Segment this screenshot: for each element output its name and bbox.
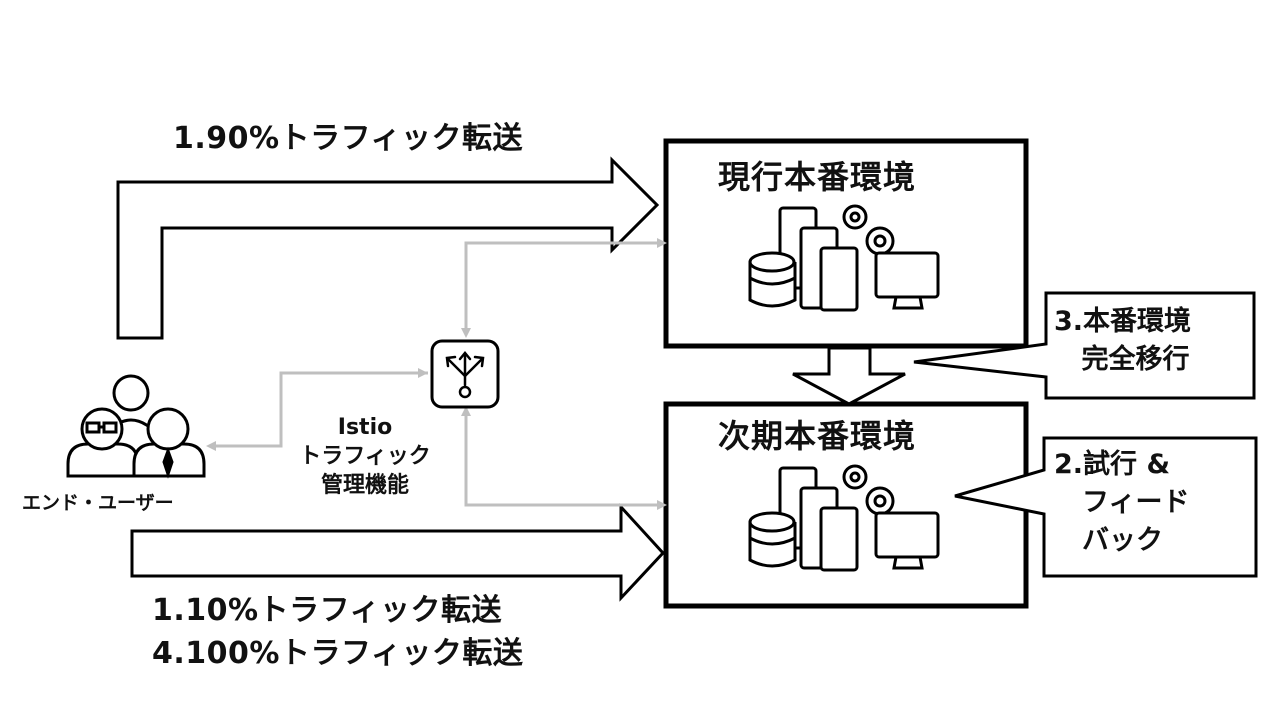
callout-trial-box [954, 436, 1258, 578]
current-env-box [663, 138, 1029, 349]
callout-trial-line-3: バック [1082, 525, 1163, 556]
server-cluster-icon [748, 204, 940, 572]
callout-migrate-text: 3.本番環境 完全移行 [1054, 303, 1191, 379]
arrow-bottom-label-2: 4.100%トラフィック転送 [152, 636, 524, 671]
callout-trial-line-1: 2.試行 & [1054, 449, 1170, 480]
callout-trial-text: 2.試行 & フィード バック [1054, 446, 1189, 560]
callout-trial-line-2: フィード [1082, 487, 1190, 518]
istio-label: Istio トラフィック 管理機能 [265, 413, 465, 500]
callout-migrate-line-2: 完全移行 [1081, 344, 1190, 375]
istio-connectors [214, 241, 660, 507]
end-user-label: エンド・ユーザー [22, 492, 174, 514]
arrow-top-label: 1.90%トラフィック転送 [173, 121, 523, 156]
istio-label-line-1: Istio [337, 415, 393, 440]
callout-migrate-box [913, 291, 1256, 400]
arrow-bottom-label-1: 1.10%トラフィック転送 [152, 593, 502, 628]
next-env-title: 次期本番環境 [718, 417, 917, 455]
users-icon [66, 374, 206, 479]
arrow-to-next-env [130, 503, 666, 602]
migration-down-arrow [792, 346, 906, 406]
callout-migrate-line-1: 3.本番環境 [1054, 306, 1192, 337]
connector-arrowheads [206, 238, 667, 510]
istio-label-line-2: トラフィック [299, 444, 431, 469]
arrow-to-current-env [116, 156, 660, 340]
current-env-title: 現行本番環境 [718, 158, 917, 196]
istio-label-line-3: 管理機能 [320, 473, 409, 498]
router-icon [430, 339, 500, 409]
